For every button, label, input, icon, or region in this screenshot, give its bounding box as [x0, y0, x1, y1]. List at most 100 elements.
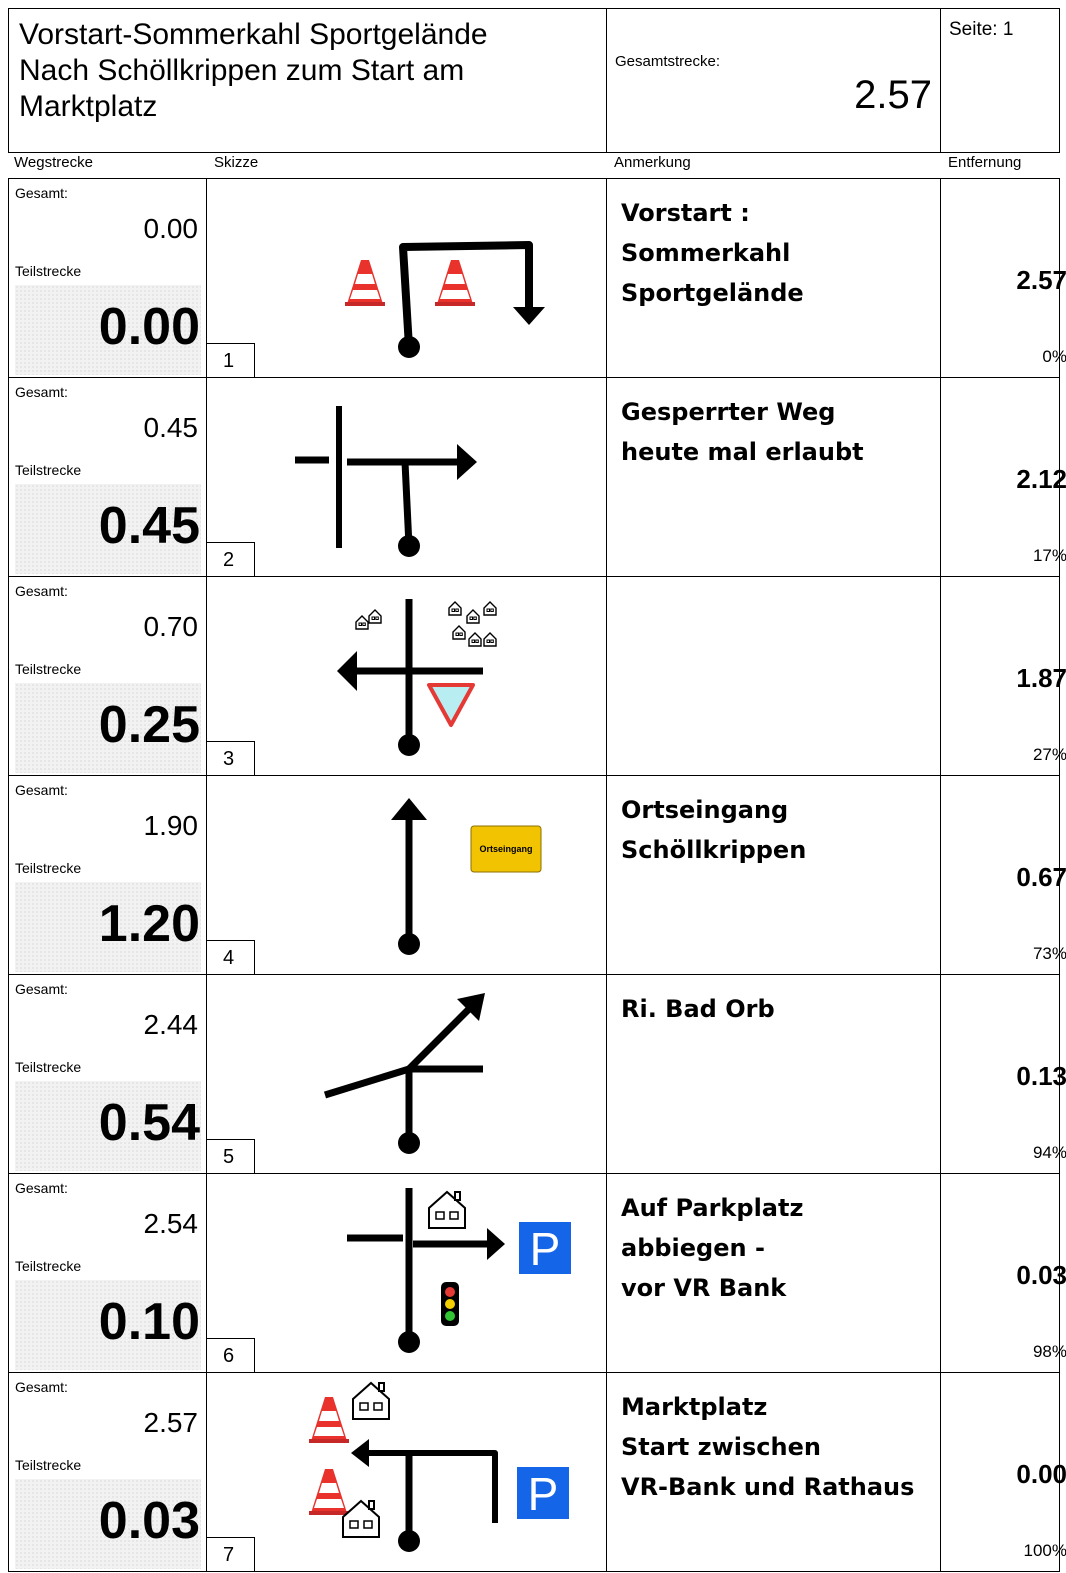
partial-background — [15, 882, 201, 972]
partial-background — [15, 484, 201, 574]
remaining-cell: 0.67 73% — [941, 776, 1066, 974]
step-number: 5 — [207, 1139, 255, 1173]
sketch-cell: Ortseingang 4 — [207, 776, 607, 974]
route-step-row: Gesamt: 2.54 Teilstrecke 0.10 P 6 Auf Pa… — [8, 1173, 1066, 1373]
route-sketch: P — [309, 1382, 569, 1552]
total-distance-value: 2.57 — [854, 73, 932, 117]
partial-label: Teilstrecke — [15, 1059, 82, 1075]
note-text: Ri. Bad Orb — [621, 989, 933, 1029]
note-cell — [607, 577, 941, 775]
total-label: Gesamt: — [15, 782, 68, 798]
cumulative-distance: 0.70 — [143, 611, 199, 642]
distance-cell: Gesamt: 0.00 Teilstrecke 0.00 — [9, 179, 207, 377]
sketch-cell: 1 — [207, 179, 607, 377]
partial-distance: 0.03 — [98, 1492, 200, 1550]
remaining-distance: 2.57 — [1016, 265, 1066, 295]
note-line: Sportgelände — [621, 279, 804, 307]
route-title: Vorstart-Sommerkahl Sportgelände Nach Sc… — [9, 9, 607, 152]
distance-cell: Gesamt: 2.54 Teilstrecke 0.10 — [9, 1174, 207, 1372]
column-header-remaining: Entfernung — [948, 154, 1022, 171]
progress-percent: 100% — [1023, 1541, 1066, 1560]
note-line: Auf Parkplatz — [621, 1194, 804, 1222]
remaining-distance: 0.03 — [1016, 1260, 1066, 1290]
partial-distance: 0.54 — [98, 1094, 200, 1152]
progress-percent: 73% — [1032, 944, 1066, 963]
partial-label: Teilstrecke — [15, 860, 82, 876]
total-label: Gesamt: — [15, 185, 68, 201]
progress-percent: 17% — [1032, 546, 1066, 565]
route-step-row: Gesamt: 0.45 Teilstrecke 0.45 2 Gesperrt… — [8, 377, 1066, 577]
progress-percent: 0% — [1042, 347, 1066, 366]
progress-percent: 94% — [1032, 1143, 1066, 1162]
route-step-row: Gesamt: 1.90 Teilstrecke 1.20 Ortseingan… — [8, 775, 1066, 975]
total-label: Gesamt: — [15, 981, 68, 997]
route-sketch — [337, 599, 497, 756]
remaining-distance: 0.00 — [1016, 1459, 1066, 1489]
distance-cell: Gesamt: 2.57 Teilstrecke 0.03 — [9, 1373, 207, 1571]
remaining-cell: 0.03 98% — [941, 1174, 1066, 1372]
cumulative-distance: 2.54 — [143, 1208, 199, 1239]
partial-background — [15, 683, 201, 773]
note-cell: Ri. Bad Orb — [607, 975, 941, 1173]
note-line: Start zwischen — [621, 1433, 821, 1461]
remaining-cell: 0.00 100% — [941, 1373, 1066, 1571]
distance-cell: Gesamt: 1.90 Teilstrecke 1.20 — [9, 776, 207, 974]
sketch-cell: 2 — [207, 378, 607, 576]
distance-cell: Gesamt: 2.44 Teilstrecke 0.54 — [9, 975, 207, 1173]
partial-distance: 0.45 — [98, 497, 200, 555]
remaining-distance: 1.87 — [1016, 663, 1066, 693]
route-sketch: P — [347, 1188, 571, 1353]
route-title-line: Vorstart-Sommerkahl Sportgelände — [19, 18, 488, 51]
partial-label: Teilstrecke — [15, 661, 82, 677]
sketch-cell: 3 — [207, 577, 607, 775]
column-header-sketch: Skizze — [214, 154, 259, 171]
step-number: 6 — [207, 1338, 255, 1372]
cumulative-distance: 0.00 — [143, 213, 199, 244]
note-line: heute mal erlaubt — [621, 438, 864, 466]
partial-distance: 0.00 — [98, 298, 200, 356]
page-number: Seite: 1 — [949, 19, 1014, 40]
step-number: 4 — [207, 940, 255, 974]
route-step-row: Gesamt: 2.44 Teilstrecke 0.54 5 Ri. Bad … — [8, 974, 1066, 1174]
remaining-distance: 0.67 — [1016, 862, 1066, 892]
note-line: Marktplatz — [621, 1393, 768, 1421]
town-sign-label: Ortseingang — [479, 844, 532, 854]
cumulative-distance: 1.90 — [143, 810, 199, 841]
route-sketch — [295, 406, 477, 557]
header: Vorstart-Sommerkahl Sportgelände Nach Sc… — [8, 8, 1060, 153]
total-distance-label: Gesamtstrecke: — [615, 53, 721, 70]
sketch-cell: 5 — [207, 975, 607, 1173]
note-line: Schöllkrippen — [621, 836, 807, 864]
route-sketch — [323, 993, 485, 1154]
remaining-cell: 2.57 0% — [941, 179, 1066, 377]
partial-background — [15, 1280, 201, 1370]
total-label: Gesamt: — [15, 1379, 68, 1395]
partial-label: Teilstrecke — [15, 263, 82, 279]
partial-distance: 0.25 — [98, 696, 200, 754]
step-number: 7 — [207, 1537, 255, 1571]
note-line: Sommerkahl — [621, 239, 791, 267]
distance-cell: Gesamt: 0.70 Teilstrecke 0.25 — [9, 577, 207, 775]
cumulative-distance: 2.44 — [143, 1009, 199, 1040]
note-line: Vorstart : — [621, 199, 750, 227]
step-number: 1 — [207, 343, 255, 377]
column-header-distance: Wegstrecke — [14, 154, 93, 171]
cumulative-distance: 2.57 — [143, 1407, 199, 1438]
cumulative-distance: 0.45 — [143, 412, 199, 443]
route-sketch — [345, 241, 545, 358]
route-step-row: Gesamt: 2.57 Teilstrecke 0.03 P 7 Marktp… — [8, 1372, 1066, 1572]
remaining-distance: 0.13 — [1016, 1061, 1066, 1091]
progress-percent: 27% — [1032, 745, 1066, 764]
sketch-cell: P 6 — [207, 1174, 607, 1372]
total-label: Gesamt: — [15, 583, 68, 599]
note-line: Ortseingang — [621, 796, 789, 824]
partial-background — [15, 1081, 201, 1171]
partial-label: Teilstrecke — [15, 462, 82, 478]
